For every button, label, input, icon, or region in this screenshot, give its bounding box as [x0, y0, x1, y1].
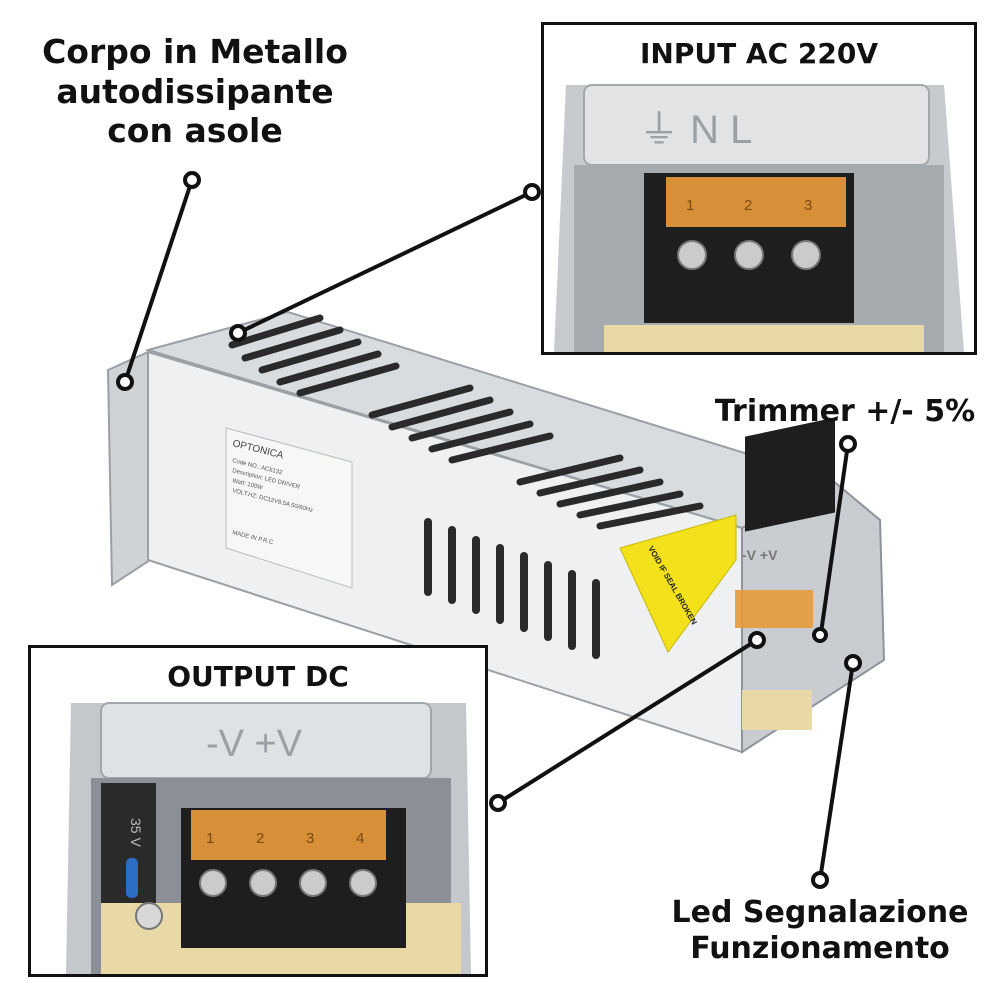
callout-lines: [123, 179, 855, 881]
input-markings: ⏚ N L: [639, 108, 752, 152]
output-inset-title: OUTPUT DC: [167, 660, 349, 693]
output-terminal-number-1: 1: [206, 830, 214, 847]
label-led-indicator: Led Segnalazione Funzionamento: [671, 895, 969, 966]
label-metal-body: Corpo in Metallo autodissipante con asol…: [42, 32, 348, 151]
callout-dots: [116, 171, 862, 889]
output-terminal-number-2: 2: [256, 830, 264, 847]
input-terminal-photo: ⏚ N L 1 2 3: [544, 25, 974, 352]
ventilation-slots-top: [228, 314, 704, 530]
input-terminal-cover: [666, 177, 846, 227]
output-markings: -V +V: [206, 723, 303, 765]
input-terminal-number-2: 2: [744, 197, 752, 214]
input-terminal-number-1: 1: [686, 197, 694, 214]
output-terminal-number-3: 3: [306, 830, 314, 847]
pcb-main: [742, 690, 812, 730]
input-terminal-number-3: 3: [804, 197, 812, 214]
output-terminal-photo: -V +V 35 V 1 2 3 4: [31, 648, 485, 974]
output-inset: -V +V 35 V 1 2 3 4 OUTPUT DC: [28, 645, 488, 977]
input-inset-title: INPUT AC 220V: [639, 37, 879, 70]
ventilation-slots-side: [424, 518, 600, 659]
terminal-cover-main: [735, 590, 813, 628]
terminal-block-main: [745, 417, 835, 532]
output-terminal-cover: [191, 810, 386, 860]
input-inset: ⏚ N L 1 2 3 INPUT AC 220V: [541, 22, 977, 355]
warranty-seal: [619, 514, 737, 653]
capacitor-label: 35 V: [128, 818, 144, 847]
output-terminal-number-4: 4: [356, 830, 364, 847]
terminal-markings-main: -V +V: [742, 547, 778, 563]
label-trimmer: Trimmer +/- 5%: [714, 394, 976, 429]
product-label: [225, 427, 353, 589]
